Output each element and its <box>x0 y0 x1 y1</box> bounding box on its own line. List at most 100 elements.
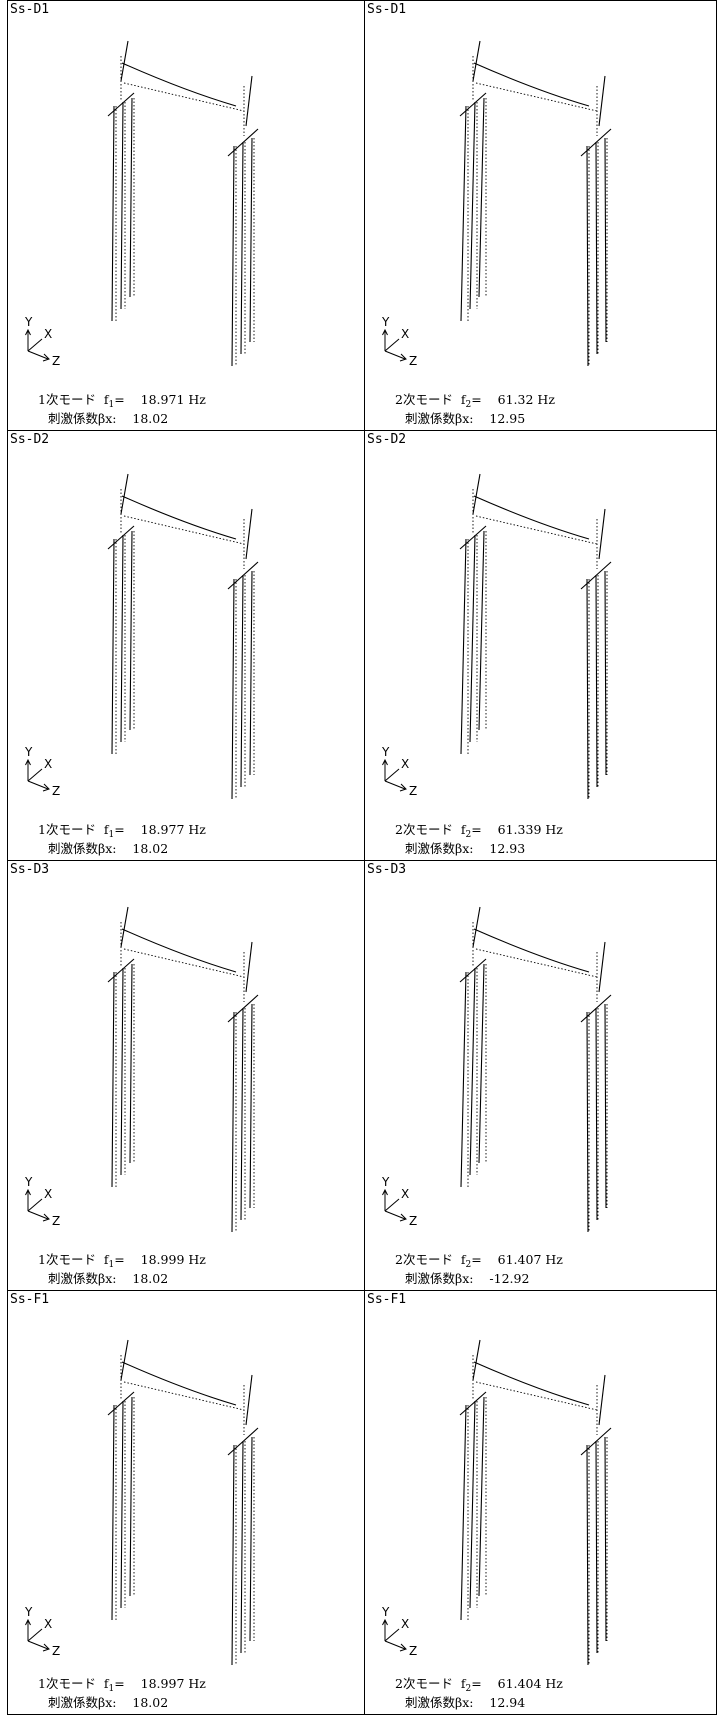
left-leg <box>120 1400 124 1609</box>
x-axis-label: X <box>44 1617 52 1631</box>
x-axis-label: X <box>44 327 52 341</box>
y-arrowhead <box>25 758 31 766</box>
z-arrowhead <box>42 1213 50 1222</box>
frequency-symbol: f <box>460 1676 466 1691</box>
deformed-post <box>598 75 606 127</box>
original-beam <box>475 82 598 112</box>
x-axis-arrow <box>384 1628 400 1642</box>
participation-factor-label: 刺激係数βx: <box>48 1271 133 1286</box>
z-axis-label: Z <box>409 1644 417 1658</box>
x-axis-arrow <box>384 338 400 352</box>
z-axis-arrow <box>27 1640 49 1650</box>
participation-factor-line: 刺激係数βx: -12.92 <box>405 1272 529 1286</box>
x-axis-label: X <box>401 1187 409 1201</box>
x-axis-label: X <box>44 1187 52 1201</box>
mode-shape-canvas: YXZ <box>24 906 259 1233</box>
participation-factor-label: 刺激係数βx: <box>405 411 490 426</box>
deformed-post <box>472 1339 481 1381</box>
y-axis-label: Y <box>24 1605 33 1619</box>
deformed-beam <box>121 495 237 540</box>
equals-sign: = <box>471 1676 498 1691</box>
left-leg <box>129 97 133 298</box>
deformed-beam <box>473 1361 590 1406</box>
frequency-subscript: 1 <box>108 400 115 410</box>
right-leg <box>240 141 244 355</box>
deformed-post <box>598 1374 606 1426</box>
z-axis-arrow <box>384 350 406 360</box>
mode-shape-canvas: YXZ <box>24 40 259 368</box>
frequency-subscript: 1 <box>108 1684 115 1694</box>
panel-title: Ss-D1 <box>367 2 407 17</box>
participation-factor-line: 刺激係数βx: 12.95 <box>405 412 525 426</box>
x-axis-arrow <box>27 1628 43 1642</box>
frequency-symbol: f <box>103 822 109 837</box>
frequency-subscript: 2 <box>465 1260 472 1270</box>
participation-factor-value: 12.95 <box>489 411 526 426</box>
mode-frequency-line: 1次モード f1= 18.999 Hz <box>38 1252 206 1271</box>
mode-frequency-line: 1次モード f1= 18.997 Hz <box>38 1676 206 1695</box>
z-arrowhead <box>399 783 407 792</box>
x-axis-arrow <box>27 338 43 352</box>
frequency-symbol: f <box>103 1676 109 1691</box>
y-arrowhead <box>382 1618 388 1626</box>
z-arrowhead <box>42 783 50 792</box>
frequency-subscript: 2 <box>465 1684 472 1694</box>
left-leg <box>469 967 476 1176</box>
equals-sign: = <box>471 1252 498 1267</box>
z-arrowhead <box>42 353 50 362</box>
z-axis-arrow <box>384 780 406 790</box>
frequency-symbol: f <box>460 822 466 837</box>
mode-label: 2次モード <box>395 1252 461 1267</box>
left-leg <box>129 530 133 731</box>
participation-factor-label: 刺激係数βx: <box>48 1695 133 1710</box>
crossbar <box>459 92 487 117</box>
mode-shape-canvas: YXZ <box>381 473 612 800</box>
y-axis-label: Y <box>381 315 390 329</box>
mode-frequency-line: 2次モード f2= 61.339 Hz <box>395 822 563 841</box>
right-leg <box>240 1440 244 1654</box>
panel-title: Ss-D3 <box>10 862 50 877</box>
left-leg <box>120 101 124 310</box>
mode-shape-canvas: YXZ <box>24 1339 259 1666</box>
panel-title: Ss-D3 <box>367 862 407 877</box>
mode-label: 2次モード <box>395 392 461 407</box>
frequency-value: 18.999 Hz <box>140 1252 206 1267</box>
z-arrowhead <box>399 353 407 362</box>
z-axis-label: Z <box>52 784 60 798</box>
participation-factor-line: 刺激係数βx: 18.02 <box>48 842 168 856</box>
right-leg <box>586 578 589 800</box>
frequency-symbol: f <box>103 392 109 407</box>
original-beam <box>123 1381 245 1411</box>
original-beam <box>475 948 598 978</box>
coordinate-axes: YXZ <box>381 745 417 798</box>
coordinate-axes: YXZ <box>381 1605 417 1658</box>
participation-factor-line: 刺激係数βx: 18.02 <box>48 1272 168 1286</box>
deformed-post <box>120 1339 129 1381</box>
deformed-post <box>245 941 253 993</box>
deformed-post <box>245 508 253 560</box>
frame-structure-drawing <box>459 473 612 800</box>
right-leg <box>231 1011 235 1233</box>
z-axis-arrow <box>384 1210 406 1220</box>
left-leg <box>460 1404 467 1621</box>
deformed-post <box>472 40 481 82</box>
participation-factor-line: 刺激係数βx: 18.02 <box>48 412 168 426</box>
y-axis-label: Y <box>381 1605 390 1619</box>
crossbar <box>459 525 487 550</box>
mode-frequency-line: 2次モード f2= 61.404 Hz <box>395 1676 563 1695</box>
z-axis-arrow <box>27 1210 49 1220</box>
mode-frequency-line: 1次モード f1= 18.971 Hz <box>38 392 206 411</box>
coordinate-axes: YXZ <box>24 315 60 368</box>
equals-sign: = <box>114 1252 141 1267</box>
y-arrowhead <box>25 328 31 336</box>
original-beam <box>123 515 245 545</box>
frequency-value: 18.977 Hz <box>140 822 206 837</box>
frequency-subscript: 2 <box>465 830 472 840</box>
participation-factor-value: 18.02 <box>132 1271 169 1286</box>
right-leg <box>240 1007 244 1221</box>
x-axis-label: X <box>401 1617 409 1631</box>
right-leg <box>595 141 598 355</box>
